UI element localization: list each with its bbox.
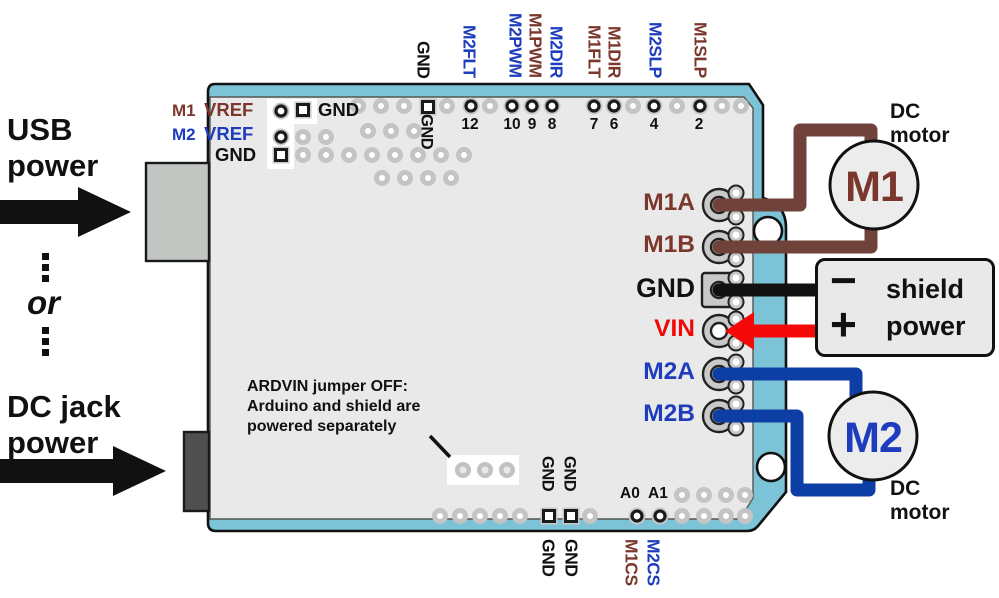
dc-jack-power-arrow-icon [0,446,166,496]
signal-m2flt: M2FLT [459,25,480,78]
vin-arrowhead-icon [725,312,754,350]
shield-power-word2: power [886,311,966,341]
usb-power-arrow-icon [0,187,131,237]
vref-m1-prefix: M1 [172,101,196,120]
pin-label-vin: VIN [654,315,695,342]
vref-gnd-label: GND [215,144,257,165]
signal-gnd-top: GND [413,40,434,78]
inner-gnd-b1-label: GND [538,456,557,492]
dc-motor-caption-bottom: DC motor [890,477,950,525]
vertical-dots-icon [42,253,49,282]
pin-label-m2b: M2B [643,400,695,427]
signal-m1flt: M1FLT [584,25,605,78]
pin-number-10: 10 [503,116,521,133]
signal-m1slp: M1SLP [690,22,711,78]
shield-power-box: − + shield power [815,254,995,357]
below-gnd2-label: GND [561,539,582,577]
jumper-pointer-line [428,434,452,459]
minus-sign: − [830,254,857,306]
below-m1cs-label: M1CS [621,539,642,586]
vertical-dots-icon [42,327,49,356]
top-gnd-inline-label: GND [318,99,360,120]
pin-number-12: 12 [461,116,479,133]
inner-gnd-b2-label: GND [560,456,579,492]
signal-m2pwm: M2PWM [505,13,526,78]
below-m2cs-label: M2CS [643,539,664,586]
pin-label-gnd: GND [636,273,695,303]
signal-m1pwm: M1PWM [525,13,546,78]
usb-power-label: USB power [7,112,99,183]
vref-m2-label: VREF [204,123,254,144]
below-gnd1-label: GND [538,539,559,577]
pin-label-m2a: M2A [643,358,695,385]
dc-motor-caption-top: DC motor [890,100,950,148]
motor1-name: M1 [845,163,904,211]
or-label: or [27,284,60,321]
usb-connector [144,161,211,263]
pin-number-2: 2 [694,116,704,133]
inner-gnd-top-label: GND [417,114,436,150]
pin-number-7: 7 [589,116,599,133]
plus-sign: + [830,298,857,350]
pin-label-m1a: M1A [643,189,695,216]
analog-a0-label: A0 [620,485,640,502]
shield-power-word1: shield [886,274,965,304]
signal-m1dir: M1DIR [604,26,625,78]
motor2-name: M2 [844,414,903,462]
analog-a1-label: A1 [648,485,668,502]
pin-label-m1b: M1B [643,231,695,258]
signal-m2dir: M2DIR [546,26,567,78]
vref-m2-prefix: M2 [172,125,196,144]
pin-number-9: 9 [527,116,537,133]
dc-jack-connector [182,430,211,513]
vref-m1-label: VREF [204,99,254,120]
board-surface [209,96,754,520]
mounting-hole-bottom [755,451,787,483]
pin-number-4: 4 [649,116,659,133]
motor2-circle [827,390,919,482]
dc-jack-power-label: DC jack power [7,389,121,460]
m2b-wire [712,409,876,497]
pin-number-8: 8 [547,116,557,133]
motor1-circle [828,139,920,231]
ardvin-note: ARDVIN jumper OFF: Arduino and shield ar… [247,378,421,435]
pin-number-6: 6 [609,116,619,133]
signal-m2slp: M2SLP [645,22,666,78]
